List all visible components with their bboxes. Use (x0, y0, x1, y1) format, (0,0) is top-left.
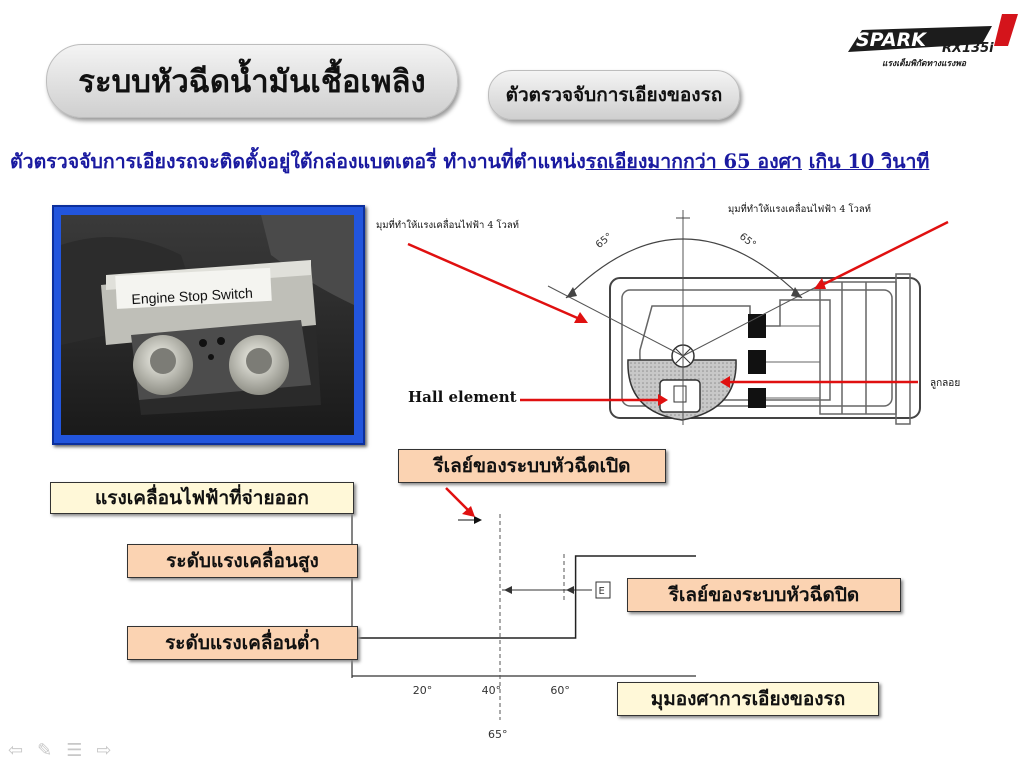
headline-angle: รถเอียงมากกว่า 65 องศา (585, 150, 802, 173)
x-tick-label: 60° (550, 684, 570, 697)
voltage-chart: E 20°40°60°80° 65° (330, 490, 710, 744)
slide-title: ระบบหัวฉีดน้ำมันเชื้อเพลิง (46, 44, 458, 118)
float-label: ลูกลอย (930, 378, 961, 389)
menu-icon[interactable]: ☰ (66, 740, 83, 761)
relay-close-label: รีเลย์ของระบบหัวฉีดปิด (627, 578, 901, 612)
angle-right-label: 65° (737, 231, 758, 251)
tilt-sensor-diagram: 65° 65° มุมที่ทำให้แรงเคลื่อนไฟฟ้า 4 โวล… (370, 190, 970, 434)
x-tick-labels: 20°40°60°80° (413, 684, 639, 697)
x-axis-label: มุมองศาการเอียงของรถ (617, 682, 879, 716)
headline-duration: เกิน 10 วินาที (808, 150, 930, 173)
logo-brand: SPARK (856, 29, 927, 51)
marker-label: E (599, 586, 605, 597)
voltage-series (352, 555, 696, 639)
slide-subtitle: ตัวตรวจจับการเอียงของรถ (488, 70, 740, 120)
voltage-line-0 (352, 555, 696, 639)
hall-element-label: Hall element (408, 388, 517, 406)
back-arrow-icon[interactable]: ⇦ (8, 740, 24, 761)
sensor-photo-image: Engine Stop Switch (61, 215, 354, 435)
high-level-label: ระดับแรงเคลื่อนสูง (127, 544, 358, 578)
spark-logo: SPARK RX135i แรงเต็มพิกัดทางแรงพอ (848, 14, 1018, 69)
logo-tagline: แรงเต็มพิกัดทางแรงพอ (882, 57, 967, 69)
threshold-label: 65° (488, 728, 508, 740)
headline-text: ตัวตรวจจับการเอียงรถจะติดตั้งอยู่ใต้กล่อ… (10, 150, 586, 173)
x-tick-label: 20° (413, 684, 433, 697)
right-angle-note: มุมที่ทำให้แรงเคลื่อนไฟฟ้า 4 โวลท์ (728, 204, 871, 215)
logo-model: RX135i (942, 41, 994, 56)
relay-open-arrow (445, 487, 475, 517)
x-tick-label: 40° (482, 684, 502, 697)
sensor-photo: Engine Stop Switch (52, 205, 365, 445)
angle-left-label: 65° (594, 231, 615, 251)
forward-arrow-icon[interactable]: ⇨ (96, 740, 112, 761)
relay-open-label: รีเลย์ของระบบหัวฉีดเปิด (398, 449, 666, 483)
slide-nav: ⇦ ✎ ☰ ⇨ (8, 740, 111, 761)
left-angle-note: มุมที่ทำให้แรงเคลื่อนไฟฟ้า 4 โวลท์ (376, 220, 519, 231)
low-level-label: ระดับแรงเคลื่อนต่ำ (127, 626, 358, 660)
pen-icon[interactable]: ✎ (37, 740, 53, 761)
output-voltage-label: แรงเคลื่อนไฟฟ้าที่จ่ายออก (50, 482, 354, 514)
photo-sticker-label: Engine Stop Switch (131, 285, 253, 307)
headline: ตัวตรวจจับการเอียงรถจะติดตั้งอยู่ใต้กล่อ… (10, 146, 1015, 177)
